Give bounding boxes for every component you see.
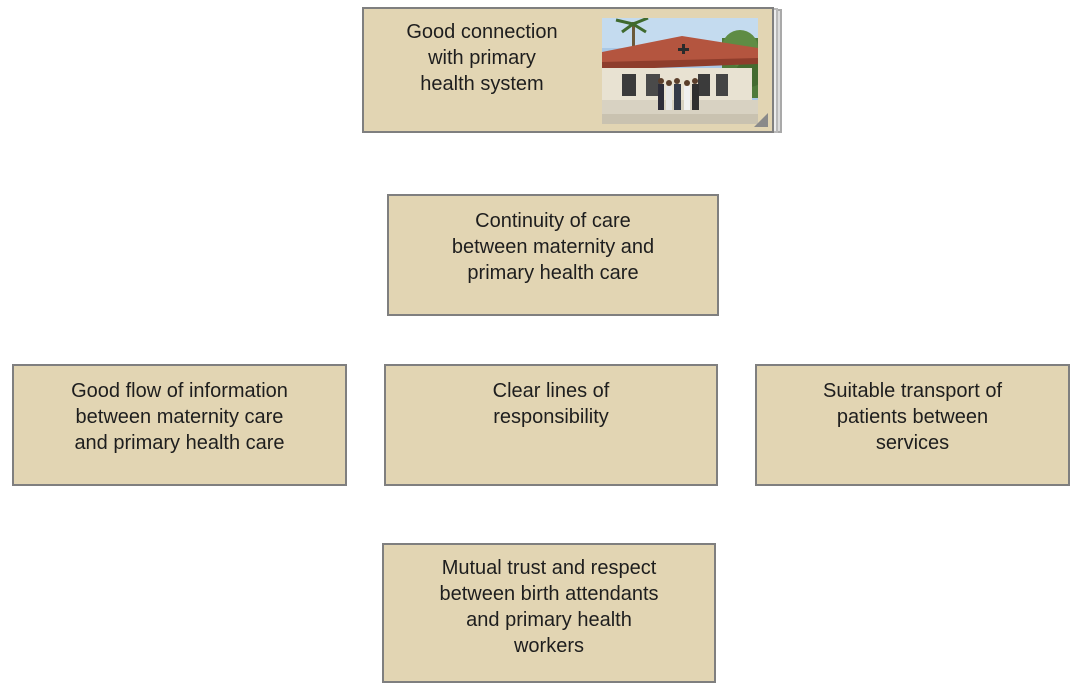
node-mutual-trust-label: Mutual trust and respect between birth a…	[439, 557, 659, 657]
expand-corner-icon[interactable]	[754, 113, 768, 127]
node-information-flow-label: Good flow of information between materni…	[71, 380, 288, 454]
node-continuity-of-care-label: Continuity of care between maternity and…	[451, 210, 655, 284]
node-mutual-trust[interactable]: Mutual trust and respect between birth a…	[382, 543, 716, 683]
node-information-flow[interactable]: Good flow of information between materni…	[12, 364, 347, 486]
node-primary-health-connection[interactable]: Good connection with primary health syst…	[362, 7, 774, 133]
node-lines-of-responsibility[interactable]: Clear lines of responsibility	[384, 364, 718, 486]
health-center-photo	[602, 18, 758, 124]
node-patient-transport[interactable]: Suitable transport of patients between s…	[755, 364, 1070, 486]
node-lines-of-responsibility-label: Clear lines of responsibility	[492, 380, 610, 428]
node-primary-health-connection-label: Good connection with primary health syst…	[406, 21, 558, 95]
node-continuity-of-care[interactable]: Continuity of care between maternity and…	[387, 194, 719, 316]
node-patient-transport-label: Suitable transport of patients between s…	[823, 380, 1002, 454]
